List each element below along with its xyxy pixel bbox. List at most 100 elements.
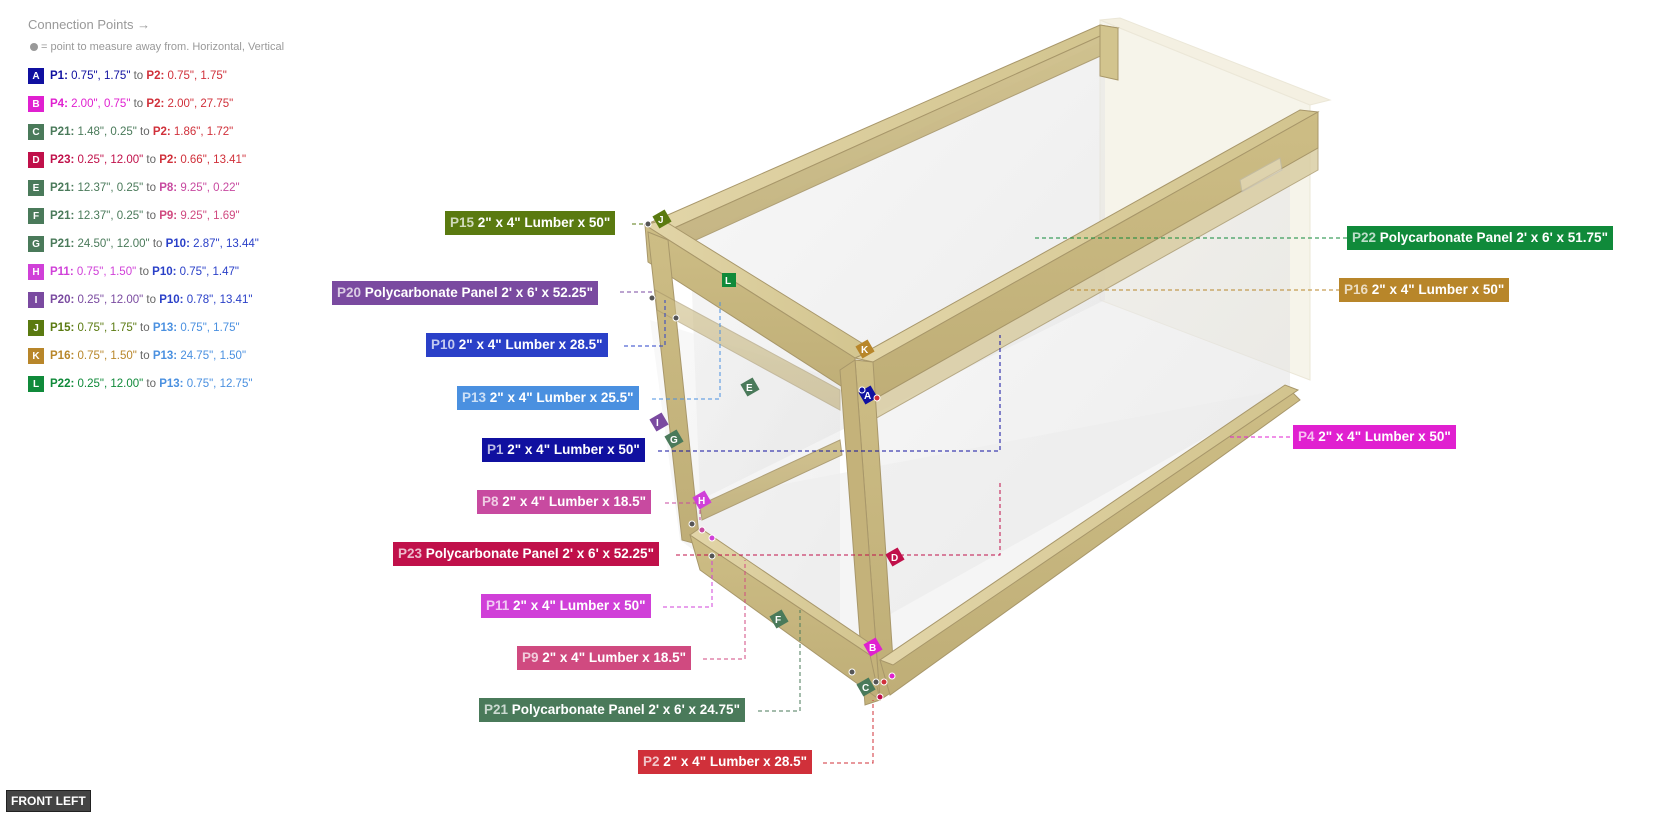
connection-badge: I — [28, 292, 44, 308]
connection-badge: J — [28, 320, 44, 336]
svg-text:G: G — [670, 435, 678, 446]
svg-text:D: D — [891, 553, 898, 564]
part-description: 2" x 4" Lumber x 50" — [513, 598, 646, 613]
point-dot-icon — [30, 43, 38, 51]
part-id: P20 — [337, 285, 365, 300]
part-id: P11 — [486, 598, 514, 613]
label-p4[interactable]: P4 2" x 4" Lumber x 50" — [1293, 425, 1456, 449]
label-p21[interactable]: P21 Polycarbonate Panel 2' x 6' x 24.75" — [479, 698, 745, 722]
marker-d: D — [885, 547, 905, 567]
connection-row-j[interactable]: J P15: 0.75", 1.75" to P13: 0.75", 1.75" — [28, 320, 259, 348]
connection-points-title[interactable]: Connection Points → — [28, 17, 151, 32]
part-description: 2" x 4" Lumber x 50" — [507, 442, 640, 457]
label-p10[interactable]: P10 2" x 4" Lumber x 28.5" — [426, 333, 608, 357]
connection-text: P15: 0.75", 1.75" to P13: 0.75", 1.75" — [50, 322, 240, 334]
label-p22[interactable]: P22 Polycarbonate Panel 2' x 6' x 51.75" — [1347, 226, 1613, 250]
part-id: P1 — [487, 442, 508, 457]
leader-lines — [620, 223, 1350, 764]
top-rail-back — [643, 24, 1120, 256]
measure-points — [644, 220, 896, 701]
marker-g: G — [664, 429, 684, 449]
part-id: P2 — [643, 754, 664, 769]
part-description: 2" x 4" Lumber x 28.5" — [458, 337, 603, 352]
view-label[interactable]: FRONT LEFT — [6, 790, 91, 812]
top-rail-front — [853, 109, 1320, 421]
part-id: P4 — [1298, 429, 1319, 444]
mid-rails — [654, 289, 843, 521]
connection-text: P16: 0.75", 1.50" to P13: 24.75", 1.50" — [50, 350, 247, 362]
connection-badge: L — [28, 376, 44, 392]
label-p23[interactable]: P23 Polycarbonate Panel 2' x 6' x 52.25" — [393, 542, 659, 566]
label-p11[interactable]: P11 2" x 4" Lumber x 50" — [481, 594, 651, 618]
connection-text: P21: 12.37", 0.25" to P9: 9.25", 1.69" — [50, 210, 240, 222]
bottom-rails — [689, 384, 1301, 702]
label-p13[interactable]: P13 2" x 4" Lumber x 25.5" — [457, 386, 639, 410]
connection-badge: D — [28, 152, 44, 168]
part-description: Polycarbonate Panel 2' x 6' x 24.75" — [511, 702, 740, 717]
svg-text:F: F — [775, 615, 781, 626]
svg-text:J: J — [658, 215, 664, 226]
marker-i: I — [649, 412, 669, 432]
part-id: P8 — [482, 494, 503, 509]
marker-c: C — [856, 677, 876, 697]
label-p20[interactable]: P20 Polycarbonate Panel 2' x 6' x 52.25" — [332, 281, 598, 305]
connection-badge: A — [28, 68, 44, 84]
svg-text:H: H — [698, 496, 705, 507]
svg-text:B: B — [869, 643, 876, 654]
part-id: P21 — [484, 702, 512, 717]
marker-h: H — [692, 490, 712, 510]
handle-icon — [1239, 157, 1283, 193]
svg-text:L: L — [725, 276, 731, 287]
part-id: P16 — [1344, 282, 1372, 297]
connection-text: P21: 1.48", 0.25" to P2: 1.86", 1.72" — [50, 126, 234, 138]
connection-badge: H — [28, 264, 44, 280]
label-p16[interactable]: P16 2" x 4" Lumber x 50" — [1339, 278, 1510, 302]
connection-row-c[interactable]: C P21: 1.48", 0.25" to P2: 1.86", 1.72" — [28, 124, 259, 152]
part-description: 2" x 4" Lumber x 18.5" — [542, 650, 687, 665]
part-id: P15 — [450, 215, 478, 230]
label-p2[interactable]: P2 2" x 4" Lumber x 28.5" — [638, 750, 813, 774]
connection-row-i[interactable]: I P20: 0.25", 12.00" to P10: 0.78", 13.41… — [28, 292, 259, 320]
connection-text: P20: 0.25", 12.00" to P10: 0.78", 13.41" — [50, 294, 253, 306]
connection-row-f[interactable]: F P21: 12.37", 0.25" to P9: 9.25", 1.69" — [28, 208, 259, 236]
connection-badge: K — [28, 348, 44, 364]
part-description: 2" x 4" Lumber x 50" — [1318, 429, 1451, 444]
label-p15[interactable]: P15 2" x 4" Lumber x 50" — [445, 211, 616, 235]
connection-text: P22: 0.25", 12.00" to P13: 0.75", 12.75" — [50, 378, 253, 390]
marker-l: L — [722, 273, 736, 287]
label-p9[interactable]: P9 2" x 4" Lumber x 18.5" — [517, 646, 692, 670]
svg-text:K: K — [861, 345, 869, 356]
marker-b: B — [863, 637, 883, 657]
part-description: Polycarbonate Panel 2' x 6' x 52.25" — [364, 285, 593, 300]
connection-row-k[interactable]: K P16: 0.75", 1.50" to P13: 24.75", 1.50" — [28, 348, 259, 376]
part-id: P23 — [398, 546, 426, 561]
part-id: P22 — [1352, 230, 1380, 245]
marker-k: K — [855, 339, 875, 359]
connection-badge: F — [28, 208, 44, 224]
svg-text:I: I — [656, 418, 659, 429]
connection-text: P21: 24.50", 12.00" to P10: 2.87", 13.44… — [50, 238, 259, 250]
connection-badge: B — [28, 96, 44, 112]
connection-text: P21: 12.37", 0.25" to P8: 9.25", 0.22" — [50, 182, 240, 194]
connection-row-l[interactable]: L P22: 0.25", 12.00" to P13: 0.75", 12.75… — [28, 376, 259, 404]
part-id: P9 — [522, 650, 543, 665]
connection-badge: C — [28, 124, 44, 140]
part-id: P13 — [462, 390, 490, 405]
connection-row-h[interactable]: H P11: 0.75", 1.50" to P10: 0.75", 1.47" — [28, 264, 259, 292]
part-description: 2" x 4" Lumber x 50" — [1371, 282, 1505, 297]
connection-points-note-text: = point to measure away from. Horizontal… — [41, 41, 285, 53]
marker-j: J — [652, 209, 672, 229]
label-p1[interactable]: P1 2" x 4" Lumber x 50" — [482, 438, 645, 462]
connection-markers: J L K A E I G H D F B C — [649, 209, 905, 697]
connection-text: P11: 0.75", 1.50" to P10: 0.75", 1.47" — [50, 266, 239, 278]
part-description: 2" x 4" Lumber x 28.5" — [663, 754, 808, 769]
label-p8[interactable]: P8 2" x 4" Lumber x 18.5" — [477, 490, 652, 514]
marker-f: F — [769, 609, 789, 629]
